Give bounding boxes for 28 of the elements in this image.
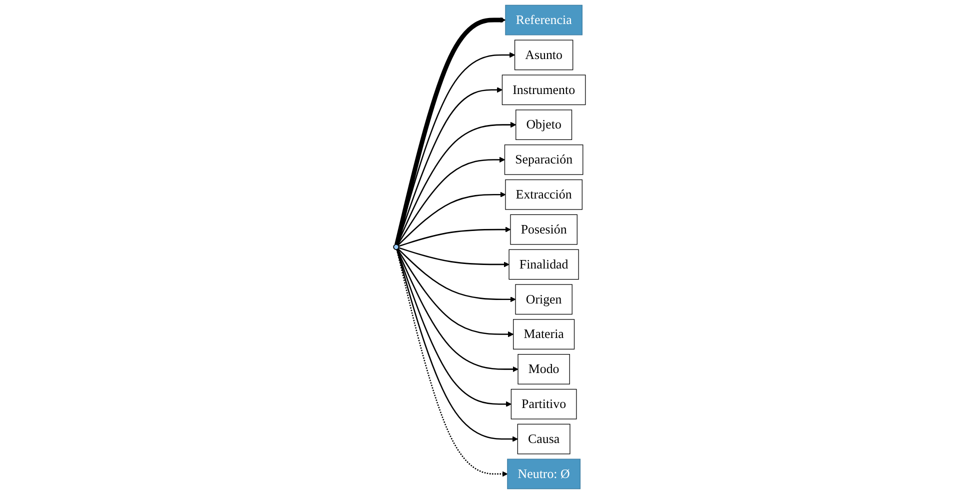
node-box: Extracción bbox=[505, 179, 582, 210]
arrow bbox=[397, 248, 514, 338]
node-box: Separación bbox=[504, 144, 584, 175]
node-box: Materia bbox=[513, 319, 575, 350]
node-box: Partitivo bbox=[510, 388, 577, 420]
node-box: Modo bbox=[518, 354, 570, 384]
arrow bbox=[398, 248, 516, 302]
arrow bbox=[396, 249, 512, 407]
arrow bbox=[397, 156, 505, 246]
node-box: Posesión bbox=[510, 214, 578, 245]
arrow bbox=[398, 192, 506, 246]
node-box: Origen bbox=[515, 284, 572, 315]
arrow bbox=[398, 226, 511, 247]
node-box: Referencia bbox=[505, 4, 582, 36]
node-box: Causa bbox=[517, 424, 570, 454]
arrow bbox=[396, 122, 516, 245]
arrow bbox=[396, 249, 518, 442]
node-box: Objeto bbox=[516, 110, 572, 140]
arrow bbox=[396, 249, 518, 372]
arrow bbox=[394, 17, 506, 246]
node-box: Instrumento bbox=[502, 74, 586, 106]
arrow bbox=[398, 247, 510, 268]
arrow bbox=[396, 249, 508, 477]
arrow bbox=[396, 52, 516, 245]
node-box: Finalidad bbox=[508, 249, 579, 280]
node-circle bbox=[393, 244, 400, 250]
node-box: Asunto bbox=[514, 40, 574, 70]
node-box: Neutro: Ø bbox=[507, 458, 581, 490]
